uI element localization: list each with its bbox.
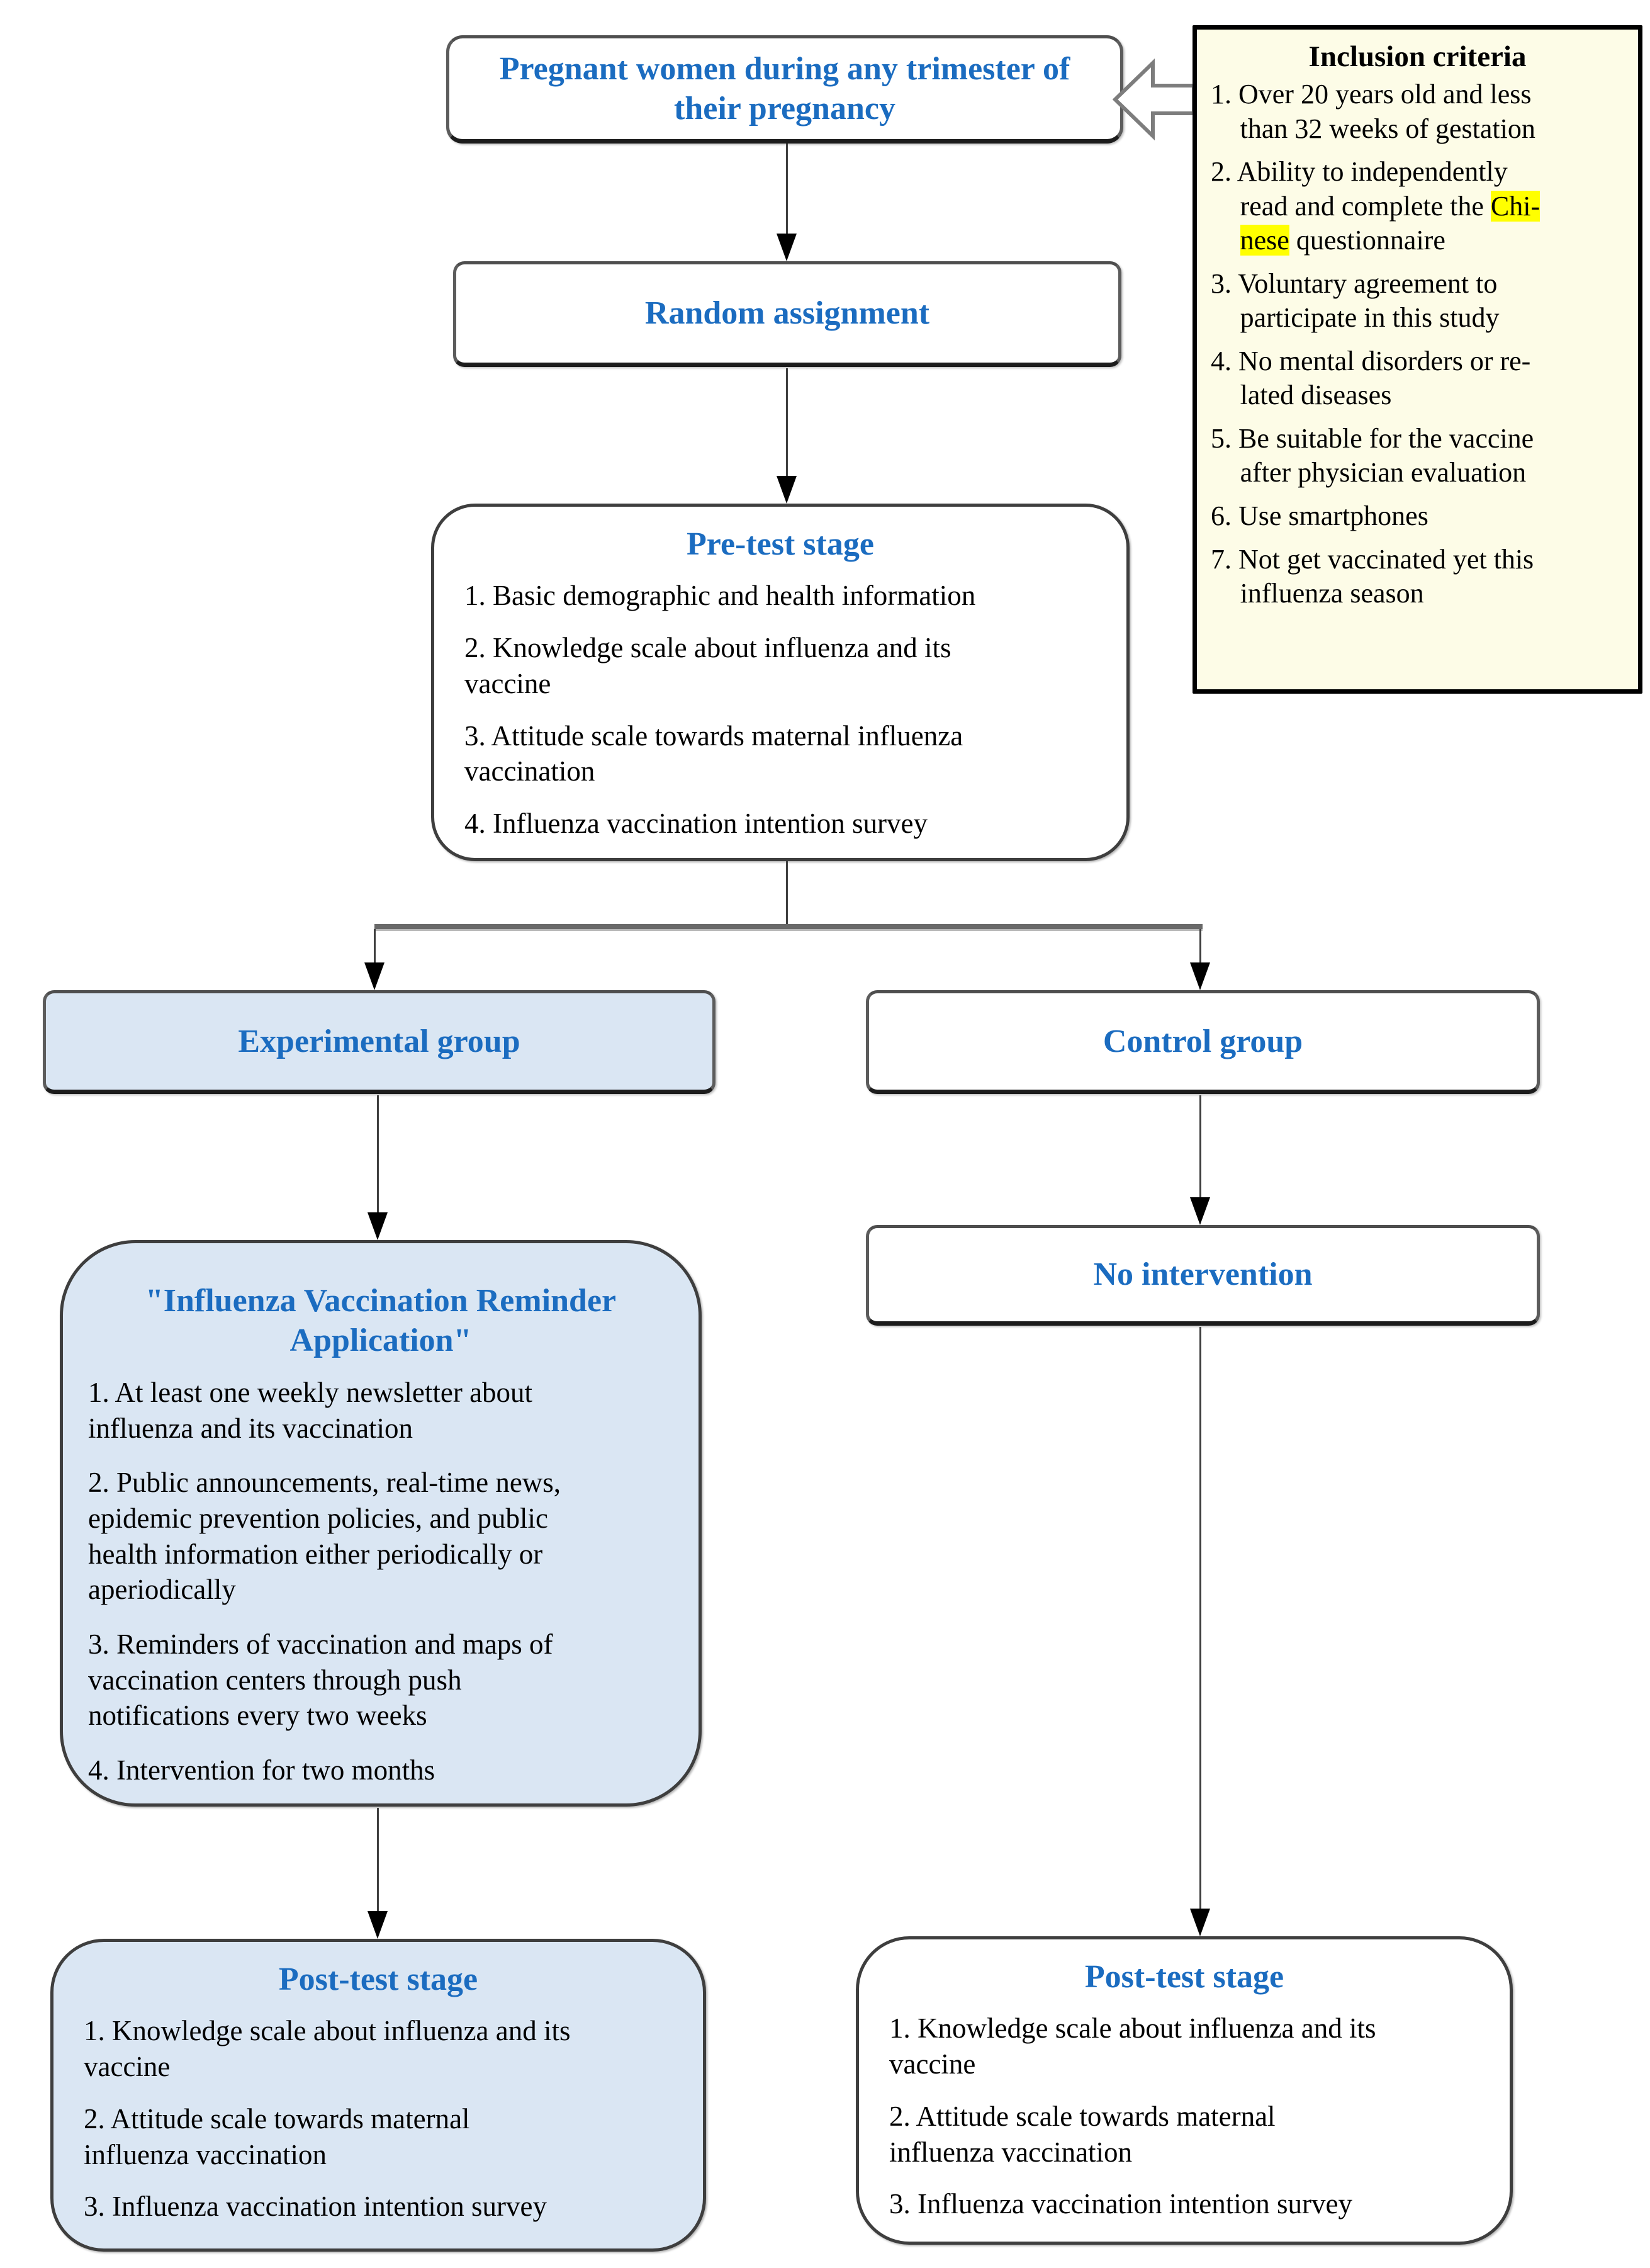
inclusion-item-5: 5. Be suitable for the vaccine after phy…: [1211, 422, 1534, 488]
posttest-item: 2. Attitude scale towards maternal influ…: [84, 2102, 470, 2170]
random-assignment-box: Random assignment: [453, 261, 1121, 367]
pretest-item-list: 1. Basic demographic and health informat…: [434, 578, 1126, 857]
arrow-down-icon: [364, 962, 384, 990]
inclusion-criteria-list: 1. Over 20 years old and less than 32 we…: [1197, 77, 1638, 620]
arrow-down-icon: [777, 234, 797, 261]
inclusion-pointer-arrow-icon: [1113, 58, 1196, 141]
connector-line: [1199, 1327, 1201, 1909]
pregnant-women-label: Pregnant women during any trimester of t…: [499, 50, 1070, 127]
connector-line: [374, 929, 376, 963]
pretest-item: 1. Basic demographic and health informat…: [464, 580, 976, 612]
intervention-item-list: 1. At least one weekly newsletter about …: [63, 1375, 699, 1805]
posttest-left-item-list: 1. Knowledge scale about influenza and i…: [53, 2013, 703, 2240]
connector-line: [786, 368, 788, 477]
inclusion-item-2-tail: questionnaire: [1289, 225, 1445, 256]
arrow-down-icon: [1190, 1909, 1210, 1936]
pregnant-women-box: Pregnant women during any trimester of t…: [446, 35, 1123, 144]
no-intervention-label: No intervention: [1093, 1256, 1313, 1293]
random-assignment-label: Random assignment: [644, 295, 930, 332]
pretest-stage-title: Pre-test stage: [687, 526, 874, 562]
posttest-item: 1. Knowledge scale about influenza and i…: [889, 2012, 1376, 2080]
connector-line: [786, 861, 788, 927]
posttest-item: 3. Influenza vaccination intention surve…: [889, 2188, 1352, 2220]
intervention-app-title: "Influenza Vaccination Reminder Applicat…: [145, 1283, 617, 1359]
arrow-down-icon: [368, 1911, 388, 1939]
inclusion-item-2-text: 2. Ability to independently read and com…: [1211, 156, 1508, 222]
posttest-right-item-list: 1. Knowledge scale about influenza and i…: [859, 2011, 1510, 2238]
inclusion-item-3: 3. Voluntary agreement to participate in…: [1211, 268, 1500, 334]
posttest-right-title: Post-test stage: [1084, 1959, 1284, 1995]
inclusion-criteria-title: Inclusion criteria: [1308, 40, 1527, 73]
control-group-label: Control group: [1103, 1023, 1303, 1059]
connector-line: [1199, 929, 1201, 963]
intervention-item: 1. At least one weekly newsletter about …: [88, 1376, 533, 1444]
no-intervention-box: No intervention: [866, 1225, 1540, 1326]
pretest-stage-box: Pre-test stage 1. Basic demographic and …: [431, 504, 1130, 861]
inclusion-criteria-panel: Inclusion criteria 1. Over 20 years old …: [1193, 25, 1642, 694]
connector-line: [1199, 1095, 1201, 1197]
arrow-down-icon: [777, 476, 797, 504]
inclusion-item-1: 1. Over 20 years old and less than 32 we…: [1211, 79, 1535, 144]
arrow-down-icon: [1190, 962, 1210, 990]
inclusion-item-7: 7. Not get vaccinated yet this influenza…: [1211, 543, 1534, 609]
pretest-item: 3. Attitude scale towards maternal influ…: [464, 719, 963, 787]
highlighted-text-nese: nese: [1240, 225, 1289, 256]
posttest-item: 3. Influenza vaccination intention surve…: [84, 2191, 547, 2223]
highlighted-text-chi: Chi-: [1490, 190, 1541, 222]
control-group-box: Control group: [866, 990, 1540, 1094]
experimental-group-box: Experimental group: [43, 990, 716, 1094]
arrow-down-icon: [1190, 1197, 1210, 1225]
inclusion-item-4: 4. No mental disorders or re- lated dise…: [1211, 345, 1531, 411]
arrow-down-icon: [368, 1212, 388, 1240]
pretest-item: 2. Knowledge scale about influenza and i…: [464, 632, 951, 699]
posttest-stage-right-box: Post-test stage 1. Knowledge scale about…: [856, 1936, 1513, 2245]
posttest-item: 1. Knowledge scale about influenza and i…: [84, 2015, 571, 2083]
connector-line: [377, 1095, 379, 1212]
inclusion-item-6: 6. Use smartphones: [1211, 500, 1428, 532]
connector-line: [377, 1808, 379, 1911]
intervention-item: 4. Intervention for two months: [88, 1754, 435, 1786]
pretest-item: 4. Influenza vaccination intention surve…: [464, 807, 928, 839]
intervention-item: 3. Reminders of vaccination and maps of …: [88, 1628, 553, 1732]
experimental-group-label: Experimental group: [238, 1023, 520, 1059]
posttest-left-title: Post-test stage: [278, 1961, 478, 1997]
inclusion-item-2: 2. Ability to independently read and com…: [1211, 155, 1628, 258]
connector-split-line: [374, 924, 1203, 929]
posttest-stage-left-box: Post-test stage 1. Knowledge scale about…: [50, 1939, 706, 2252]
intervention-app-box: "Influenza Vaccination Reminder Applicat…: [60, 1240, 702, 1807]
intervention-item: 2. Public announcements, real-time news,…: [88, 1467, 561, 1606]
connector-line: [786, 144, 788, 235]
posttest-item: 2. Attitude scale towards maternal influ…: [889, 2100, 1276, 2168]
